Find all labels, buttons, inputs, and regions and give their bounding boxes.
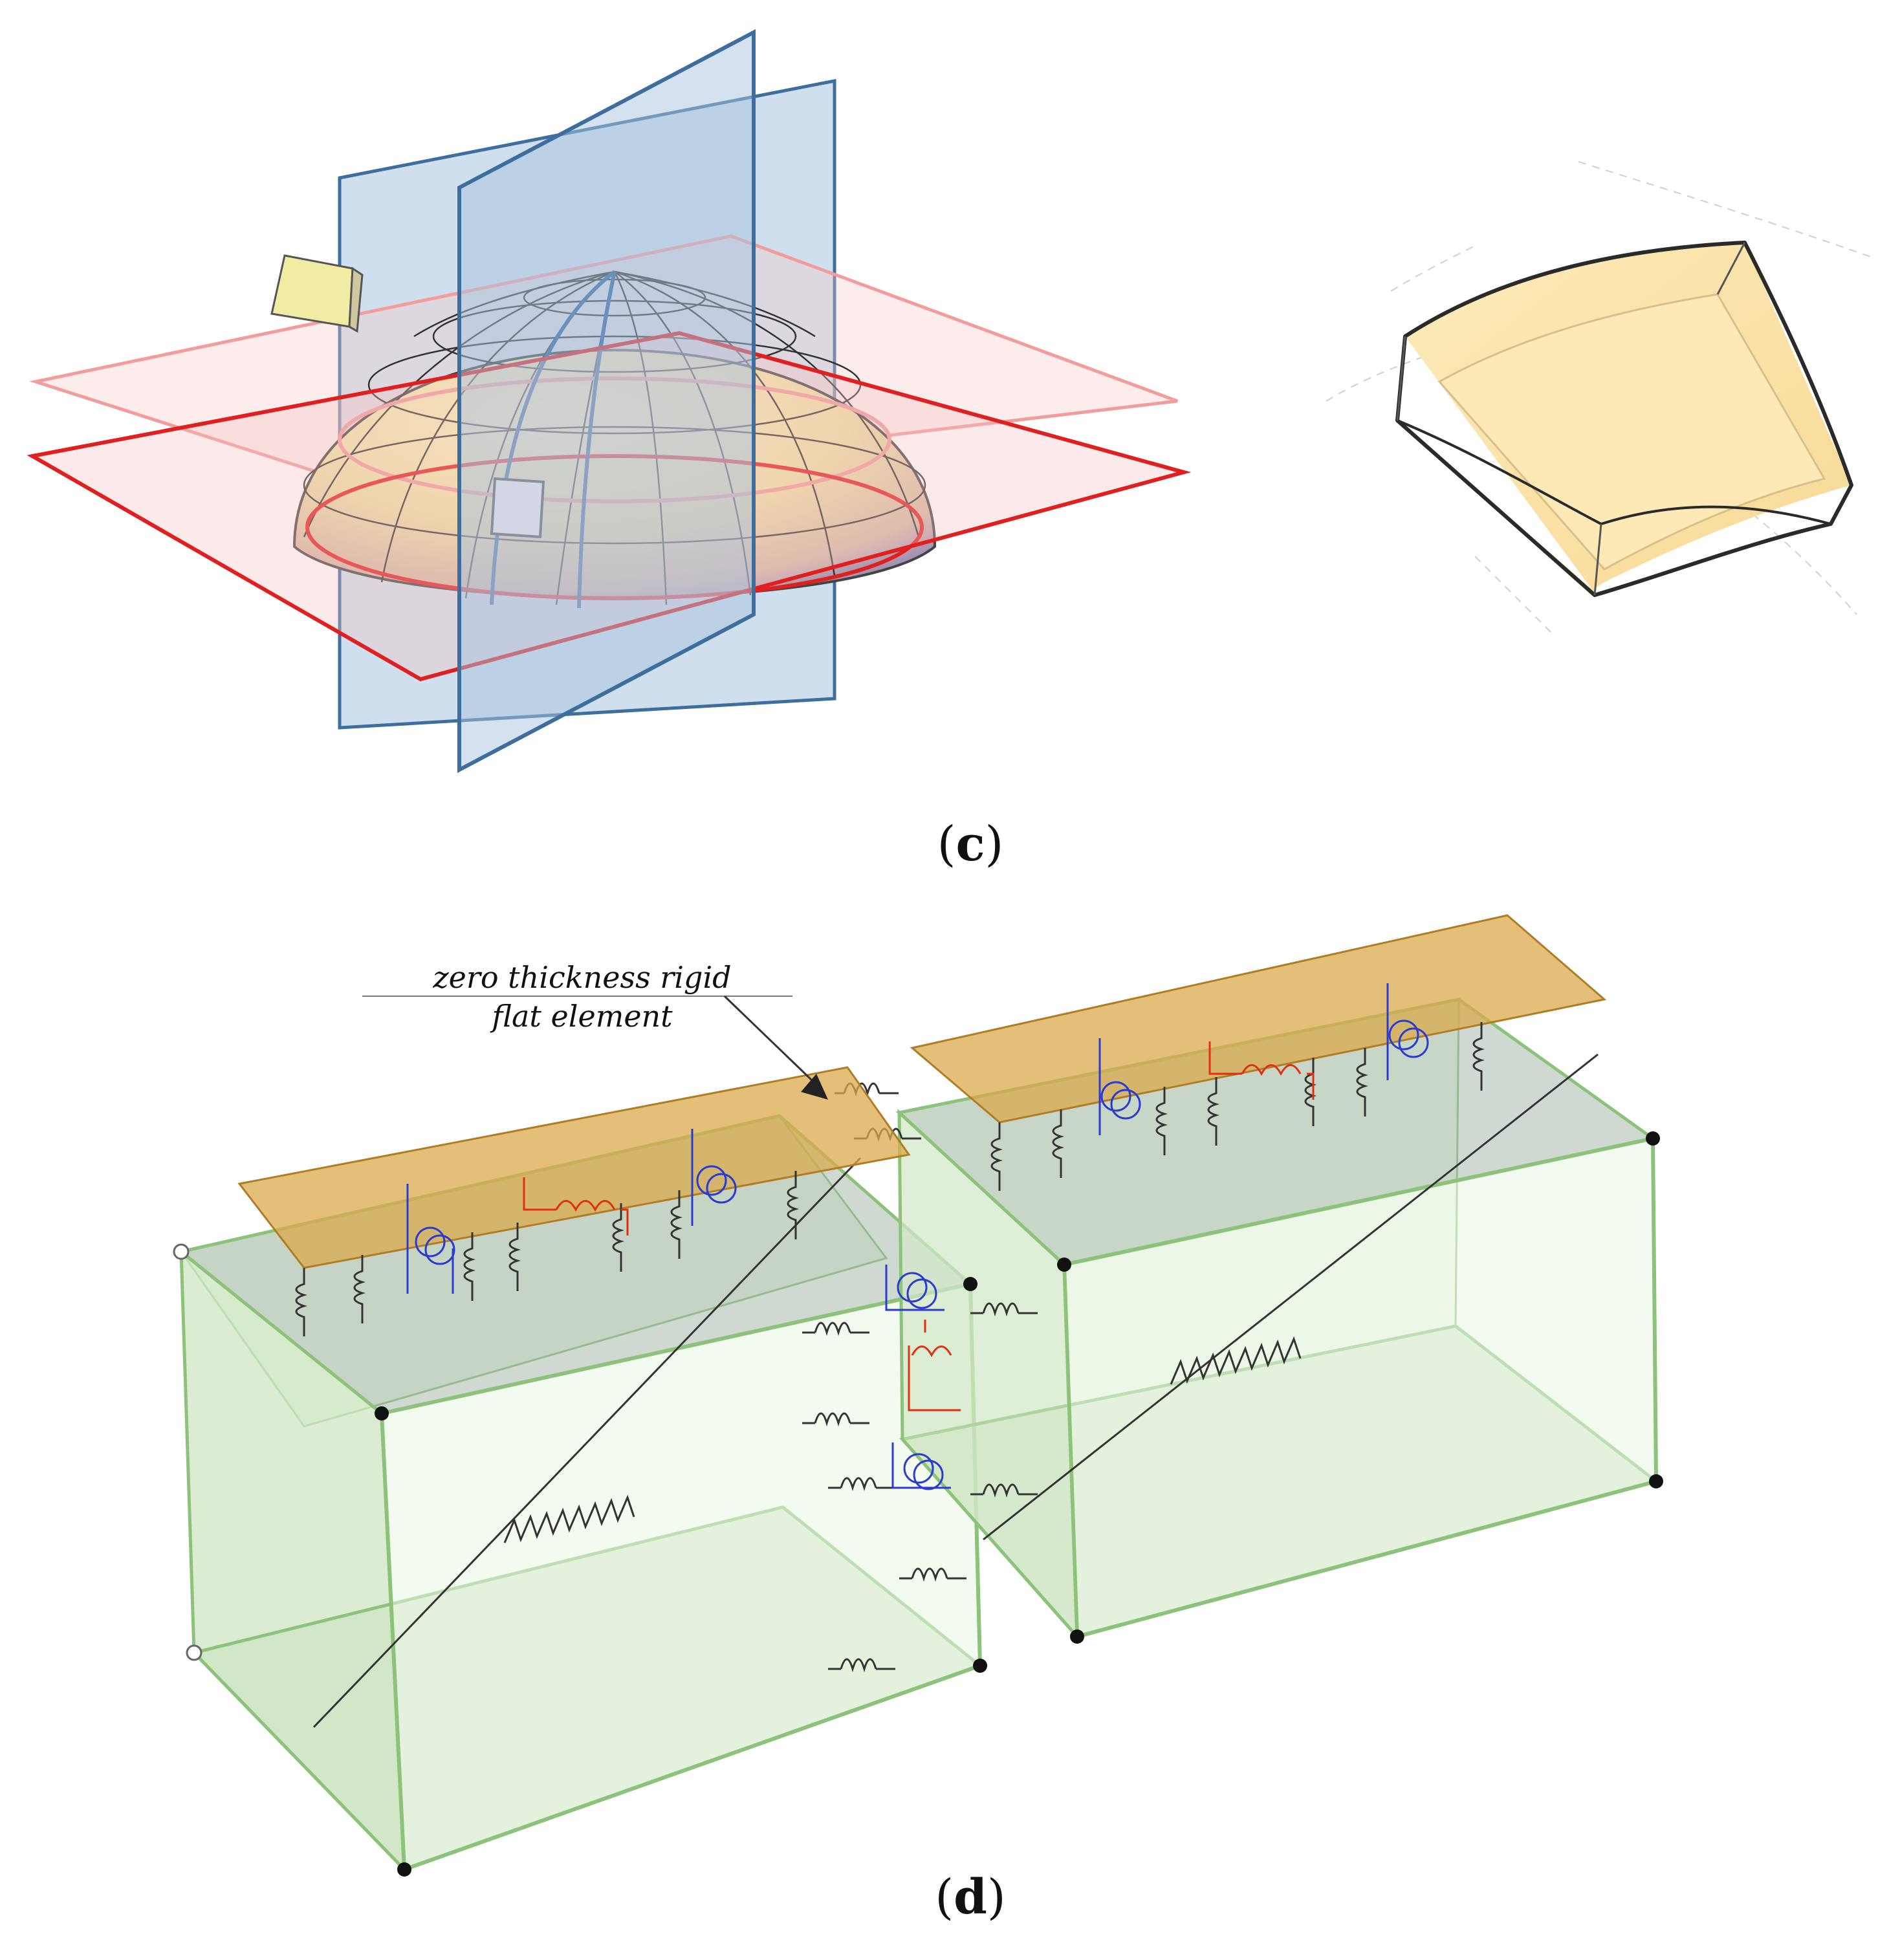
right-box-diagonal-spring [1170,1336,1302,1385]
plate-springs-right [990,983,1485,1191]
caption-open-paren: ( [935,1869,954,1925]
caption-close-paren: ) [985,816,1004,872]
callout-label-line-2: flat element [492,999,673,1034]
voussoir-block [1326,161,1877,635]
panel-d-caption: (d) [906,1869,1035,1925]
vertical-plane-front [457,29,756,773]
voussoir-edge-inner [1396,242,1746,596]
small-block [270,254,364,333]
plate-springs-left [295,1129,800,1336]
panel-d-boxes [173,914,1663,1877]
caption-close-paren: ) [987,1869,1006,1925]
corner-nodes [173,1131,1663,1877]
panel-c-dome [27,29,1192,773]
left-box [177,1114,984,1874]
caption-letter: c [955,816,985,872]
interface-springs [802,1082,1038,1673]
caption-letter: d [954,1869,987,1925]
voussoir-edge-front [1397,419,1831,526]
right-box-diagonal [983,1053,1599,1541]
callout-label-line-1: zero thickness rigid [433,960,732,995]
rigid-plate-right [910,914,1607,1124]
left-box-diagonal-spring [503,1494,635,1543]
callout-leader [362,995,828,1100]
voussoir-outline [1395,241,1853,597]
caption-open-paren: ( [937,816,956,872]
left-box-diagonal [312,1157,862,1728]
panel-c-caption: (c) [906,816,1035,872]
